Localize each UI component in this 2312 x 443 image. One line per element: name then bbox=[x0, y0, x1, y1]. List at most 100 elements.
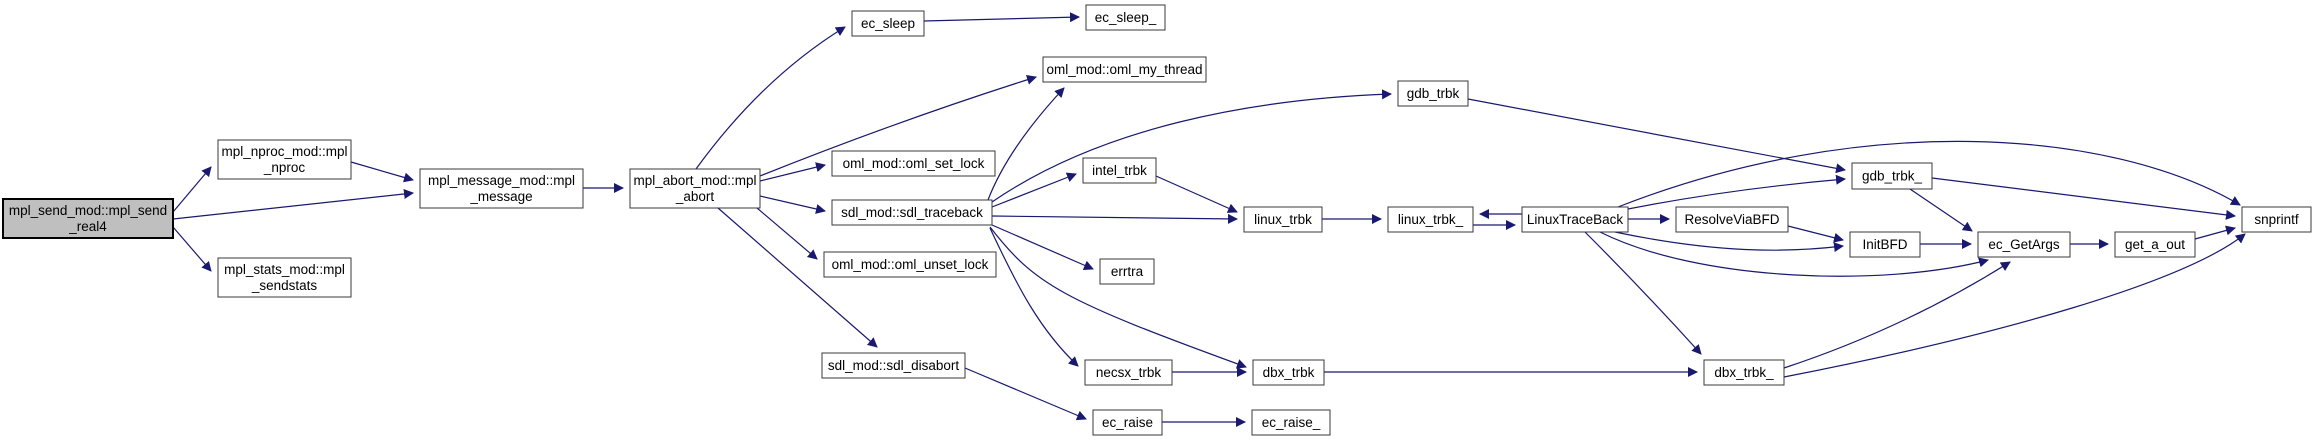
node-label-linux_trbk: linux_trbk bbox=[1254, 212, 1312, 227]
edge-get_a_out-to-snprintf bbox=[2194, 225, 2236, 240]
node-errtra: errtra bbox=[1099, 258, 1155, 285]
node-box-ec_raise[interactable] bbox=[1092, 409, 1163, 436]
node-box-ec_GetArgs[interactable] bbox=[1977, 231, 2071, 258]
node-label-dbx_trbk: dbx_trbk bbox=[1263, 365, 1315, 380]
node-ec_sleep_: ec_sleep_ bbox=[1085, 4, 1166, 31]
node-box-sdl_disabort[interactable] bbox=[821, 352, 966, 379]
node-label-InitBFD: InitBFD bbox=[1862, 237, 1907, 252]
node-label-line: mpl_send_mod::mpl_send bbox=[9, 203, 167, 218]
node-ec_raise_: ec_raise_ bbox=[1251, 409, 1331, 436]
node-box-necsx_trbk[interactable] bbox=[1084, 359, 1173, 386]
node-label-line: _real4 bbox=[68, 219, 107, 234]
node-label-line: mpl_message_mod::mpl bbox=[428, 173, 575, 188]
edge-ResolveViaBFD-to-InitBFD bbox=[1787, 225, 1844, 243]
node-label-line: mpl_abort_mod::mpl bbox=[633, 173, 756, 188]
nodes-layer: mpl_send_mod::mpl_send_real4 mpl_nproc_mo… bbox=[2, 4, 2312, 436]
node-box-gdb_trbk_[interactable] bbox=[1851, 162, 1933, 190]
node-ec_raise: ec_raise bbox=[1092, 409, 1163, 436]
node-label-oml_my_thread: oml_mod::oml_my_thread bbox=[1046, 62, 1202, 77]
edge-gdb_trbk-to-gdb_trbk_ bbox=[1467, 98, 1846, 174]
node-sdl_traceback: sdl_mod::sdl_traceback bbox=[831, 199, 993, 226]
node-mpl_send_real4: mpl_send_mod::mpl_send_real4 bbox=[2, 198, 174, 239]
node-label-mpl_abort: mpl_abort_mod::mpl_abort bbox=[633, 173, 756, 204]
node-label-get_a_out: get_a_out bbox=[2125, 237, 2185, 252]
node-box-mpl_abort[interactable] bbox=[629, 168, 761, 209]
node-InitBFD: InitBFD bbox=[1849, 231, 1921, 258]
node-label-mpl_message: mpl_message_mod::mpl_message bbox=[428, 173, 575, 204]
node-box-mpl_sendstats[interactable] bbox=[217, 257, 352, 298]
edge-LinuxTraceBack-to-dbx_trbk_ bbox=[1584, 231, 1702, 355]
edge-sdl_disabort-to-ec_raise bbox=[964, 367, 1087, 421]
node-box-InitBFD[interactable] bbox=[1849, 231, 1921, 258]
node-label-mpl_sendstats: mpl_stats_mod::mpl_sendstats bbox=[224, 262, 345, 293]
node-linux_trbk: linux_trbk bbox=[1243, 206, 1323, 233]
node-label-gdb_trbk: gdb_trbk bbox=[1407, 86, 1460, 101]
edge-mpl_send_real4-to-mpl_nproc bbox=[172, 166, 212, 213]
node-ec_sleep: ec_sleep bbox=[851, 10, 925, 37]
node-label-line: mpl_nproc_mod::mpl bbox=[221, 144, 347, 159]
node-mpl_abort: mpl_abort_mod::mpl_abort bbox=[629, 168, 761, 209]
node-label-dbx_trbk_: dbx_trbk_ bbox=[1714, 365, 1774, 380]
node-box-sdl_traceback[interactable] bbox=[831, 199, 993, 226]
node-box-LinuxTraceBack[interactable] bbox=[1521, 206, 1629, 233]
edge-intel_trbk-to-linux_trbk bbox=[1155, 175, 1238, 213]
node-mpl_sendstats: mpl_stats_mod::mpl_sendstats bbox=[217, 257, 352, 298]
edge-LinuxTraceBack-to-snprintf bbox=[1617, 140, 2241, 208]
node-box-linux_trbk[interactable] bbox=[1243, 206, 1323, 233]
node-get_a_out: get_a_out bbox=[2114, 231, 2196, 258]
node-box-linux_trbk_[interactable] bbox=[1387, 206, 1474, 233]
node-box-intel_trbk[interactable] bbox=[1082, 157, 1157, 184]
node-oml_unset_lock: oml_mod::oml_unset_lock bbox=[823, 251, 997, 278]
node-label-line: mpl_stats_mod::mpl bbox=[224, 262, 345, 277]
node-label-oml_set_lock: oml_mod::oml_set_lock bbox=[843, 156, 985, 171]
edge-sdl_traceback-to-linux_trbk bbox=[991, 213, 1238, 224]
node-label-ResolveViaBFD: ResolveViaBFD bbox=[1684, 212, 1779, 227]
node-linux_trbk_: linux_trbk_ bbox=[1387, 206, 1474, 233]
node-label-sdl_disabort: sdl_mod::sdl_disabort bbox=[828, 358, 960, 373]
node-box-ResolveViaBFD[interactable] bbox=[1675, 206, 1789, 233]
node-box-oml_my_thread[interactable] bbox=[1042, 56, 1207, 83]
node-box-snprintf[interactable] bbox=[2241, 206, 2312, 233]
node-box-errtra[interactable] bbox=[1099, 258, 1155, 285]
node-gdb_trbk_: gdb_trbk_ bbox=[1851, 162, 1933, 190]
node-label-mpl_send_real4: mpl_send_mod::mpl_send_real4 bbox=[9, 203, 167, 234]
node-snprintf: snprintf bbox=[2241, 206, 2312, 233]
node-box-oml_set_lock[interactable] bbox=[831, 150, 996, 177]
node-label-intel_trbk: intel_trbk bbox=[1092, 163, 1147, 178]
edge-LinuxTraceBack-to-gdb_trbk_ bbox=[1627, 174, 1846, 210]
node-label-ec_sleep_: ec_sleep_ bbox=[1095, 10, 1157, 25]
edge-gdb_trbk_-to-snprintf bbox=[1931, 177, 2236, 220]
edge-mpl_abort-to-sdl_disabort bbox=[717, 207, 878, 348]
edge-mpl_send_real4-to-mpl_message bbox=[172, 188, 414, 220]
edge-sdl_traceback-to-errtra bbox=[991, 224, 1094, 270]
node-label-sdl_traceback: sdl_mod::sdl_traceback bbox=[841, 205, 983, 220]
node-oml_set_lock: oml_mod::oml_set_lock bbox=[831, 150, 996, 177]
edges-layer bbox=[172, 12, 2246, 427]
node-box-mpl_nproc[interactable] bbox=[217, 139, 352, 180]
node-box-mpl_message[interactable] bbox=[419, 168, 584, 209]
node-box-ec_sleep[interactable] bbox=[851, 10, 925, 37]
edge-sdl_traceback-to-oml_my_thread bbox=[987, 87, 1065, 201]
edge-mpl_abort-to-oml_set_lock bbox=[759, 162, 826, 182]
node-box-dbx_trbk_[interactable] bbox=[1703, 359, 1785, 386]
edge-mpl_abort-to-oml_unset_lock bbox=[756, 207, 818, 260]
node-intel_trbk: intel_trbk bbox=[1082, 157, 1157, 184]
node-box-ec_sleep_[interactable] bbox=[1085, 4, 1166, 31]
node-box-dbx_trbk[interactable] bbox=[1252, 359, 1325, 386]
node-box-get_a_out[interactable] bbox=[2114, 231, 2196, 258]
node-label-ec_raise_: ec_raise_ bbox=[1262, 415, 1321, 430]
node-label-oml_unset_lock: oml_mod::oml_unset_lock bbox=[832, 257, 989, 272]
node-box-oml_unset_lock[interactable] bbox=[823, 251, 997, 278]
node-box-mpl_send_real4 bbox=[2, 198, 174, 239]
edge-LinuxTraceBack-to-InitBFD bbox=[1614, 231, 1844, 253]
node-box-gdb_trbk[interactable] bbox=[1397, 80, 1469, 107]
node-label-linux_trbk_: linux_trbk_ bbox=[1398, 212, 1464, 227]
node-box-ec_raise_[interactable] bbox=[1251, 409, 1331, 436]
edge-dbx_trbk_-to-snprintf bbox=[1783, 233, 2246, 378]
node-label-snprintf: snprintf bbox=[2254, 212, 2299, 227]
node-ec_GetArgs: ec_GetArgs bbox=[1977, 231, 2071, 258]
edge-dbx_trbk_-to-ec_GetArgs bbox=[1783, 261, 2011, 369]
node-label-mpl_nproc: mpl_nproc_mod::mpl_nproc bbox=[221, 144, 347, 175]
node-dbx_trbk_: dbx_trbk_ bbox=[1703, 359, 1785, 386]
